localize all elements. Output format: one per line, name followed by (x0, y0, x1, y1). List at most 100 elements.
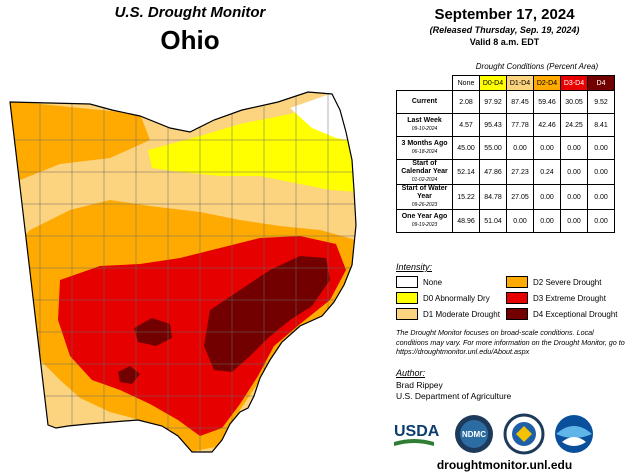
table-cell: 8.41 (587, 113, 615, 137)
state-title: Ohio (160, 25, 220, 55)
usda-logo-text: USDA (394, 423, 440, 440)
table-header-row: None D0-D4 D1-D4 D2-D4 D3-D4 D4 (397, 75, 615, 91)
row-label-text: Start of Calendar Year (401, 160, 448, 175)
table-cell: 0.00 (560, 159, 588, 185)
row-label: Current (396, 90, 453, 114)
commerce-seal-icon (503, 413, 545, 455)
row-label: 3 Months Ago 06-18-2024 (396, 136, 453, 160)
legend-item-none: None (396, 276, 442, 288)
table-cell: 0.00 (506, 136, 534, 160)
col-header: D3-D4 (560, 75, 588, 91)
table-cell: 0.00 (560, 209, 588, 233)
row-label: Start of Calendar Year 01-02-2024 (396, 159, 453, 185)
table-cell: 0.24 (533, 159, 561, 185)
table-cell: 0.00 (587, 184, 615, 210)
table-corner (397, 76, 453, 91)
disclaimer-note: The Drought Monitor focuses on broad-sca… (396, 328, 625, 356)
row-label-text: Last Week (407, 117, 442, 124)
table-cell: 42.46 (533, 113, 561, 137)
row-label: One Year Ago 09-19-2023 (396, 209, 453, 233)
legend-swatch (396, 276, 418, 288)
table-cell: 77.78 (506, 113, 534, 137)
table-cell: 47.86 (479, 159, 507, 185)
row-label-text: 3 Months Ago (401, 140, 448, 147)
col-header: None (452, 75, 480, 91)
author-org: U.S. Department of Agriculture (396, 391, 512, 401)
table-cell: 95.43 (479, 113, 507, 137)
table-cell: 51.04 (479, 209, 507, 233)
table-cell: 87.45 (506, 90, 534, 114)
table-cell: 45.00 (452, 136, 480, 160)
legend-label: D0 Abnormally Dry (423, 293, 490, 303)
row-date: 09-26-2023 (411, 202, 438, 208)
map-header: U.S. Drought Monitor Ohio (0, 4, 380, 56)
legend-item-d1: D1 Moderate Drought (396, 308, 500, 320)
table-cell: 4.57 (452, 113, 480, 137)
table-cell: 9.52 (587, 90, 615, 114)
legend-item-d2: D2 Severe Drought (506, 276, 601, 288)
product-title: U.S. Drought Monitor (114, 4, 266, 21)
col-header: D2-D4 (533, 75, 561, 91)
table-cell: 0.00 (533, 184, 561, 210)
author-title: Author: (396, 368, 426, 378)
legend-swatch (506, 308, 528, 320)
author-info: Brad Rippey U.S. Department of Agricultu… (396, 380, 511, 402)
table-cell: 48.96 (452, 209, 480, 233)
footer-url: droughtmonitor.unl.edu (436, 458, 573, 472)
table-cell: 0.00 (560, 136, 588, 160)
table-cell: 15.22 (452, 184, 480, 210)
author-name: Brad Rippey (396, 380, 443, 390)
legend-item-d3: D3 Extreme Drought (506, 292, 606, 304)
table-cell: 0.00 (560, 184, 588, 210)
table-cell: 84.78 (479, 184, 507, 210)
legend-swatch (396, 308, 418, 320)
row-date: 06-18-2024 (411, 149, 438, 155)
ndmc-logo-text: NDMC (462, 430, 486, 439)
legend-label: D2 Severe Drought (533, 277, 602, 287)
table-cell: 97.92 (479, 90, 507, 114)
table-cell: 0.00 (587, 209, 615, 233)
legend-title: Intensity: (396, 262, 433, 272)
col-header: D1-D4 (506, 75, 534, 91)
table-cell: 2.08 (452, 90, 480, 114)
row-label-text: One Year Ago (401, 213, 448, 220)
table-cell: 52.14 (452, 159, 480, 185)
table-cell: 0.00 (533, 136, 561, 160)
legend-swatch (506, 276, 528, 288)
partner-logos: USDA NDMC (394, 413, 593, 455)
legend-label: None (423, 277, 443, 287)
map-date: September 17, 2024 (434, 6, 575, 23)
table-cell: 59.46 (533, 90, 561, 114)
legend-label: D4 Exceptional Drought (533, 309, 618, 319)
col-header: D0-D4 (479, 75, 507, 91)
row-date: 01-02-2024 (411, 177, 438, 183)
row-date: 09-19-2023 (411, 222, 438, 228)
legend-label: D3 Extreme Drought (533, 293, 606, 303)
table-caption: Drought Conditions (Percent Area) (475, 62, 599, 71)
table-cell: 24.25 (560, 113, 588, 137)
valid-time: Valid 8 a.m. EDT (469, 37, 540, 47)
table-cell: 27.05 (506, 184, 534, 210)
legend-swatch (396, 292, 418, 304)
table-cell: 0.00 (587, 136, 615, 160)
legend-item-d4: D4 Exceptional Drought (506, 308, 618, 320)
table-cell: 30.05 (560, 90, 588, 114)
noaa-logo-icon (555, 415, 593, 453)
legend-item-d0: D0 Abnormally Dry (396, 292, 490, 304)
ndmc-logo: NDMC (455, 415, 493, 453)
release-date: (Released Thursday, Sep. 19, 2024) (429, 25, 580, 35)
row-label-text: Start of Water Year (401, 185, 448, 200)
table-cell: 0.00 (506, 209, 534, 233)
row-label: Start of Water Year 09-26-2023 (396, 184, 453, 210)
table-cell: 0.00 (587, 159, 615, 185)
table-cell: 55.00 (479, 136, 507, 160)
usda-logo: USDA (394, 423, 440, 446)
legend-label: D1 Moderate Drought (423, 309, 500, 319)
